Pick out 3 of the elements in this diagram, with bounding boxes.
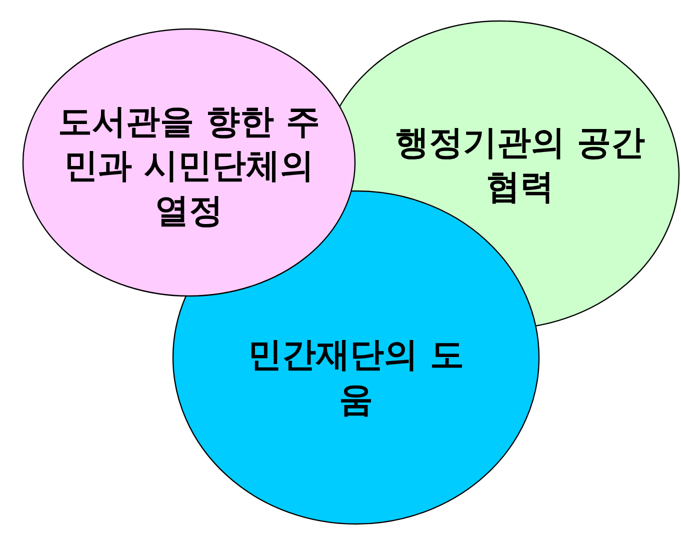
circle-label: 도서관을 향한 주민과 시민단체의 열정 [57, 101, 321, 233]
circle-label: 민간재단의 도움 [247, 334, 465, 422]
circle-label: 행정기관의 공간협력 [394, 122, 646, 209]
